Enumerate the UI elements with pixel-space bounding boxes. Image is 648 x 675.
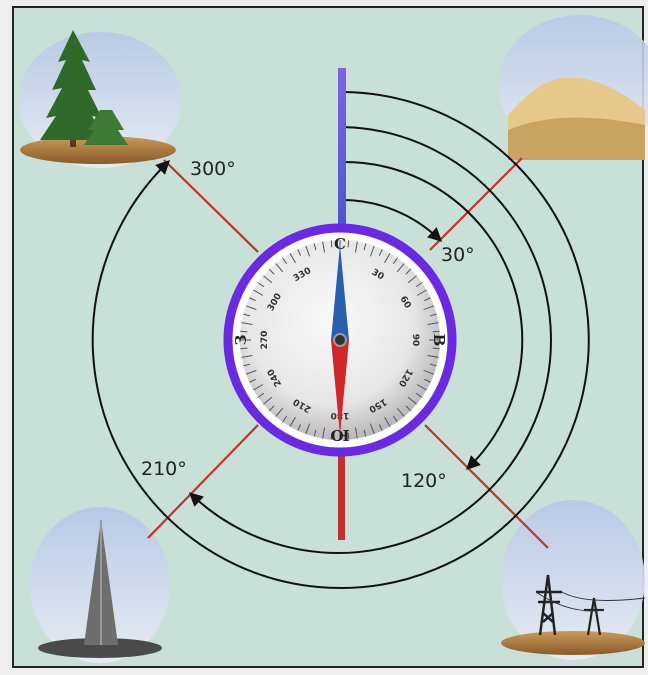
angle-label-210: 210° [141, 458, 187, 480]
dial-tick [268, 268, 275, 275]
dial-tick [249, 378, 256, 383]
power-line-icon [501, 500, 646, 660]
dial-tick [263, 275, 273, 284]
dial-tick [241, 354, 253, 358]
dial-tick [347, 432, 350, 440]
dial-tick [245, 369, 257, 375]
dial-tick [297, 424, 302, 431]
dial-tick [253, 289, 264, 296]
dial-tick [268, 405, 275, 412]
dial-tick [396, 407, 405, 417]
dial-tick [330, 432, 333, 440]
dial-tick [240, 330, 248, 333]
dial-tick [392, 257, 398, 265]
dial-tick [245, 305, 257, 311]
tree-icon [18, 30, 182, 168]
dial-tick [322, 427, 326, 439]
dial-tick [263, 396, 273, 405]
dial-tick [427, 354, 439, 358]
dial-tick [378, 424, 383, 431]
dial-tick [416, 384, 427, 391]
dial-tick [347, 240, 350, 248]
dial-tick [429, 313, 437, 317]
arc-210 [188, 126, 552, 554]
dial-tick [305, 423, 311, 435]
dial-tick [275, 407, 284, 417]
dial-tick [384, 253, 391, 264]
dial-tick [354, 427, 358, 439]
dial-tick [322, 241, 326, 253]
dial-tick [243, 313, 251, 317]
line-210 [147, 424, 259, 539]
dial-tick [415, 282, 423, 288]
angle-label-30: 30° [441, 244, 475, 266]
dial-tick [289, 416, 296, 427]
dial-tick [392, 415, 398, 423]
south-reference-bar [338, 445, 345, 540]
dial-tick [257, 282, 265, 288]
dial-tick [369, 423, 375, 435]
arc-300 [91, 91, 590, 589]
dial-tick [424, 297, 431, 302]
dial-tick [305, 245, 311, 257]
dial-tick [429, 363, 437, 367]
dial-tick [363, 243, 367, 251]
dial-tick [384, 416, 391, 427]
angle-label-300: 300° [190, 158, 236, 180]
dial-tick [282, 415, 288, 423]
dial-ticks [240, 240, 440, 440]
radial-lines [147, 157, 549, 549]
dial-tick [253, 384, 264, 391]
dial-number: 270 [260, 331, 270, 350]
dial-tick [378, 249, 383, 256]
dial-tick [415, 392, 423, 398]
tower-icon [30, 507, 170, 663]
dial-tick [297, 249, 302, 256]
dial-tick [313, 243, 317, 251]
dial-tick [396, 263, 405, 273]
dial-tick [249, 297, 256, 302]
arc-30 [342, 199, 443, 242]
dial-tick [289, 253, 296, 264]
dial-tick [416, 289, 427, 296]
dial-tick [423, 305, 435, 311]
dial-tick [407, 275, 417, 284]
line-30 [429, 157, 523, 251]
dial-tick [427, 322, 439, 326]
dial-tick [432, 347, 440, 350]
north-letter: С [334, 235, 346, 253]
dial-tick [313, 429, 317, 437]
line-300 [163, 159, 259, 253]
needle-north [331, 245, 349, 340]
hill-icon [498, 15, 648, 160]
dial-tick [405, 268, 412, 275]
dial-tick [354, 241, 358, 253]
dial-tick [369, 245, 375, 257]
dial-number: 90 [410, 334, 420, 347]
dial-tick [363, 429, 367, 437]
line-120 [424, 424, 549, 549]
dial-tick [423, 369, 435, 375]
dial-tick [424, 378, 431, 383]
west-letter: З [232, 335, 250, 346]
dial-tick [240, 347, 248, 350]
east-letter: В [430, 334, 448, 347]
arc-120 [342, 160, 524, 470]
dial-tick [330, 240, 333, 248]
angle-arcs [91, 91, 590, 589]
needle-pivot [333, 333, 347, 347]
dial-tick [405, 405, 412, 412]
dial-tick [275, 263, 284, 273]
needle-south [331, 340, 349, 435]
dial-tick [282, 257, 288, 265]
compass: 330306090120150180210240270300 С В Ю З [223, 223, 457, 457]
dial-tick [432, 330, 440, 333]
dial-tick [243, 363, 251, 367]
dial-tick [407, 396, 417, 405]
dial-tick [241, 322, 253, 326]
dial-tick [257, 392, 265, 398]
north-reference-bar [338, 68, 346, 233]
angle-label-120: 120° [401, 470, 447, 492]
